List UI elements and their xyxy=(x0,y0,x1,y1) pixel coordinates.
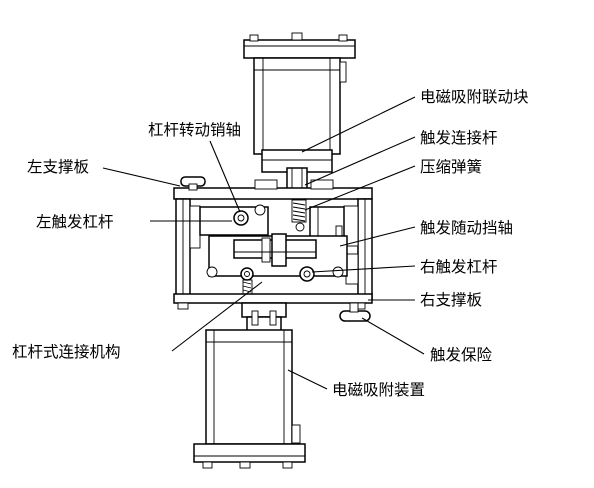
leader-trigger-safety xyxy=(361,317,425,355)
callout-labels: 电磁吸附联动块 杠杆转动销轴 触发连接杆 压缩弹簧 左支撑板 左触发杠杆 触发随… xyxy=(12,88,529,399)
label-right-trigger-lever: 右触发杠杆 xyxy=(420,258,498,276)
trigger-safety xyxy=(339,302,371,322)
label-left-support-plate: 左支撑板 xyxy=(27,158,89,176)
label-lever-linkage: 杠杆式连接机构 xyxy=(12,343,121,361)
top-plate xyxy=(173,176,373,200)
label-lever-pivot-pin: 杠杆转动销轴 xyxy=(148,121,241,139)
leader-left-support-plate xyxy=(102,167,181,187)
label-electromagnet-block: 电磁吸附联动块 xyxy=(420,88,529,106)
trigger-follower-shaft xyxy=(309,206,345,240)
top-flange xyxy=(243,32,356,59)
leader-trigger-link-rod xyxy=(304,136,416,186)
label-right-support-plate: 右支撑板 xyxy=(420,291,482,309)
left-trigger-lever xyxy=(199,204,269,236)
right-side-plate xyxy=(343,198,373,300)
leader-electromagnet-block xyxy=(301,96,416,153)
leader-lever-pivot-pin xyxy=(209,140,241,213)
leader-right-trigger-lever xyxy=(311,265,416,273)
electromagnet-linkage-block xyxy=(253,57,347,173)
label-trigger-follower-shaft: 触发随动挡轴 xyxy=(420,219,513,237)
bottom-flange xyxy=(193,443,306,469)
leader-trigger-follower-shaft xyxy=(339,226,416,247)
leader-electromagnet-device xyxy=(287,369,328,390)
leader-lever-linkage xyxy=(171,281,263,352)
assembly-drawing xyxy=(173,32,373,469)
label-electromagnet-device: 电磁吸附装置 xyxy=(332,381,425,399)
label-compression-spring: 压缩弹簧 xyxy=(420,158,482,176)
leader-compression-spring xyxy=(304,165,416,211)
leader-lines xyxy=(102,96,425,390)
left-side-plate xyxy=(175,198,201,300)
compression-spring xyxy=(291,199,307,232)
label-left-trigger-lever: 左触发杠杆 xyxy=(36,213,114,231)
electromagnet-device xyxy=(205,329,301,445)
label-trigger-link-rod: 触发连接杆 xyxy=(420,129,498,147)
lever-linkage-mechanism xyxy=(206,233,348,295)
label-trigger-safety: 触发保险 xyxy=(430,346,493,364)
lower-connector xyxy=(241,302,287,332)
